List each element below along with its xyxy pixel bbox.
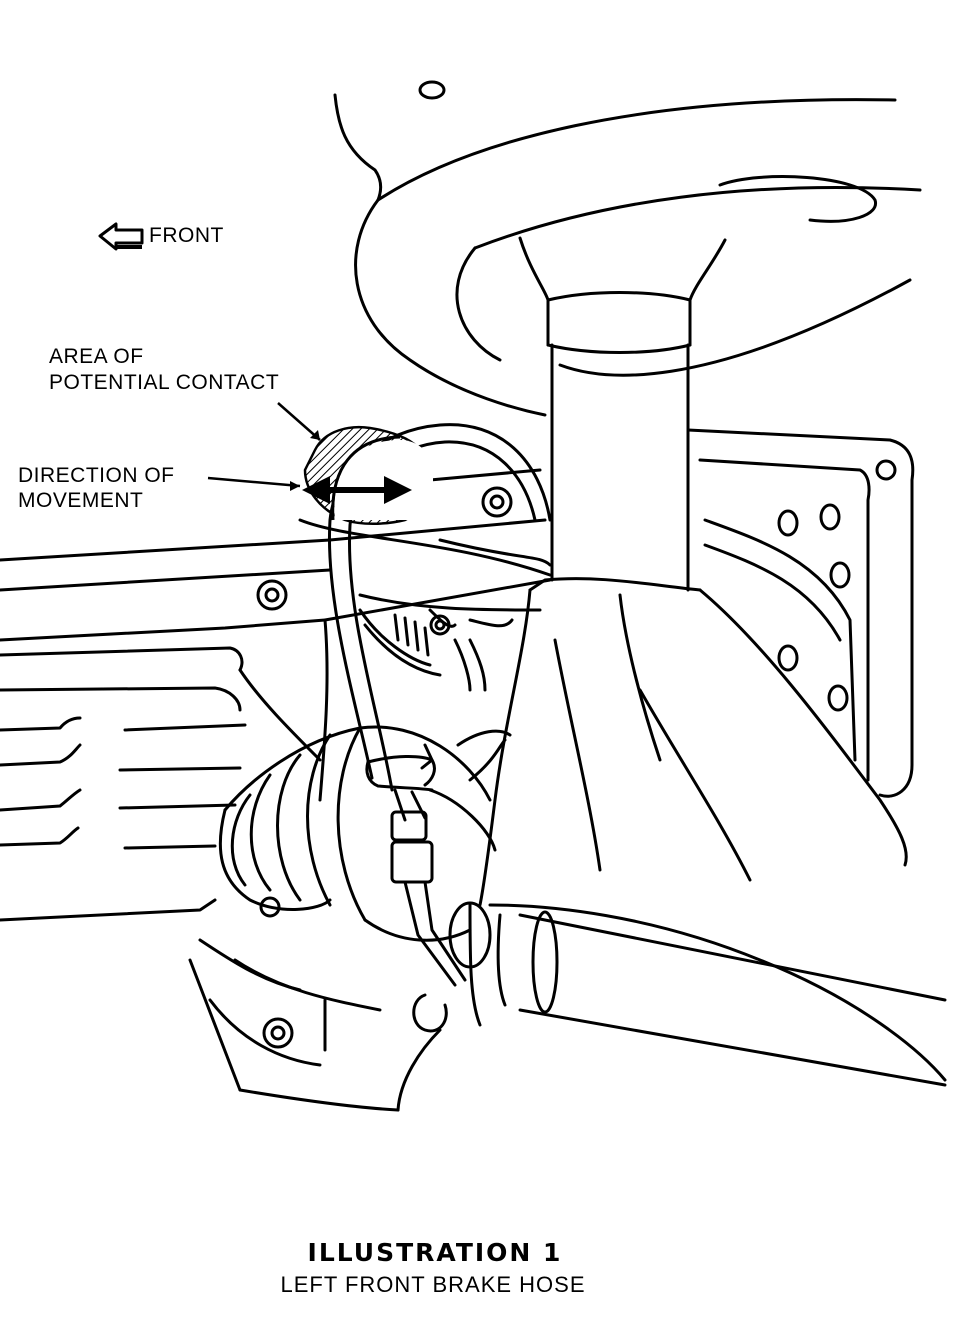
wiring-harness (358, 608, 514, 692)
double-headed-arrow-icon (302, 476, 412, 504)
cv-boot (218, 725, 512, 942)
illustration-subtitle: LEFT FRONT BRAKE HOSE (280, 1272, 586, 1297)
left-rail (0, 618, 329, 922)
illustration-title: ILLUSTRATION 1 (307, 1238, 563, 1267)
movement-label-line1: DIRECTION OF (18, 464, 175, 487)
frame-bracket (686, 428, 915, 798)
contact-leader-line (277, 402, 321, 441)
steering-knuckle (478, 577, 947, 1082)
hose-clip (365, 743, 436, 792)
contact-area (303, 426, 433, 525)
front-label: FRONT (149, 224, 224, 247)
contact-label-line2: POTENTIAL CONTACT (49, 371, 280, 394)
lower-mount (188, 938, 448, 1112)
contact-label-line1: AREA OF (49, 345, 144, 368)
shock-absorber-column (518, 236, 727, 592)
upper-plate (333, 80, 922, 417)
axle-shaft (448, 901, 947, 1087)
left-arrow-icon (98, 222, 144, 251)
movement-leader-line (207, 476, 301, 488)
movement-label-line2: MOVEMENT (18, 489, 144, 512)
